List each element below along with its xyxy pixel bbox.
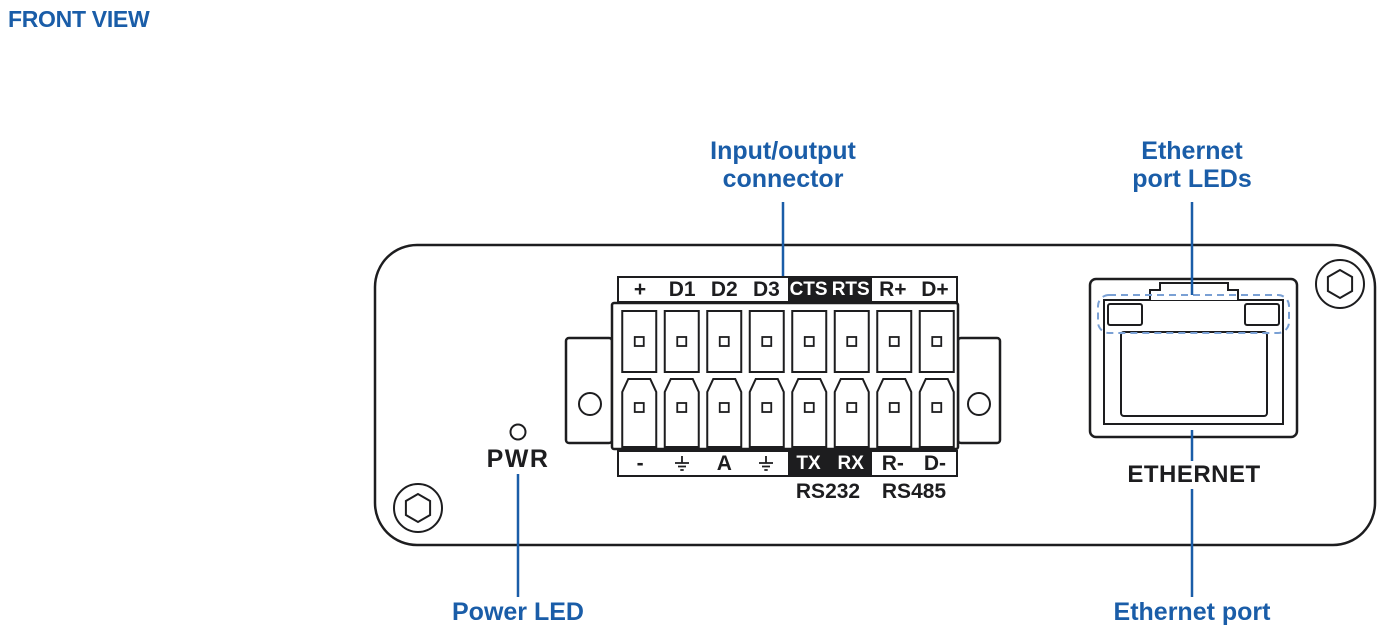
power-led-indicator — [509, 423, 527, 441]
pwr-label: PWR — [486, 445, 550, 473]
ethernet-rj45-port — [1088, 277, 1299, 439]
page-title: FRONT VIEW — [8, 6, 150, 32]
pin-label: + — [633, 278, 647, 301]
connector-mounting-ears — [564, 336, 1002, 445]
ethernet-led-left — [1107, 303, 1143, 326]
pin-label: D- — [923, 452, 947, 475]
pin-label: D3 — [753, 278, 780, 301]
ground-icon — [745, 452, 787, 475]
rs232-label: RS232 — [795, 480, 861, 503]
ground-icon — [675, 455, 690, 471]
pin-label: RTS — [829, 278, 872, 301]
callout-leds-line1: Ethernet — [1141, 137, 1243, 165]
callout-io-line1: Input/output — [710, 137, 856, 165]
pin-label: RX — [829, 452, 872, 475]
callout-io-line2: connector — [722, 165, 844, 193]
pin-label: A — [716, 452, 732, 475]
pin-label: D+ — [921, 278, 949, 301]
callout-ethernet-leds: Ethernet port LEDs — [1132, 137, 1251, 193]
callout-leds-line2: port LEDs — [1132, 165, 1252, 193]
screw-icon — [393, 483, 443, 533]
rs485-label: RS485 — [881, 480, 947, 503]
ethernet-led-right — [1244, 303, 1280, 326]
pin-label: - — [636, 452, 644, 475]
pin-label: R+ — [879, 278, 907, 301]
pin-label: D1 — [668, 278, 696, 301]
terminal-block-pins — [621, 310, 955, 448]
screw-icon — [1315, 259, 1365, 309]
pin-label: R- — [881, 452, 904, 475]
ethernet-leds-highlight — [1097, 294, 1290, 334]
pin-label: D2 — [710, 278, 738, 301]
ground-icon — [661, 452, 703, 475]
callout-ethernet-port: Ethernet port — [1113, 598, 1271, 626]
pin-label: CTS — [787, 278, 830, 301]
pin-label: TX — [787, 452, 830, 475]
callout-power-led: Power LED — [452, 598, 584, 626]
callout-io-connector: Input/output connector — [710, 137, 856, 193]
ethernet-label: ETHERNET — [1122, 461, 1266, 489]
ground-icon — [759, 455, 774, 471]
